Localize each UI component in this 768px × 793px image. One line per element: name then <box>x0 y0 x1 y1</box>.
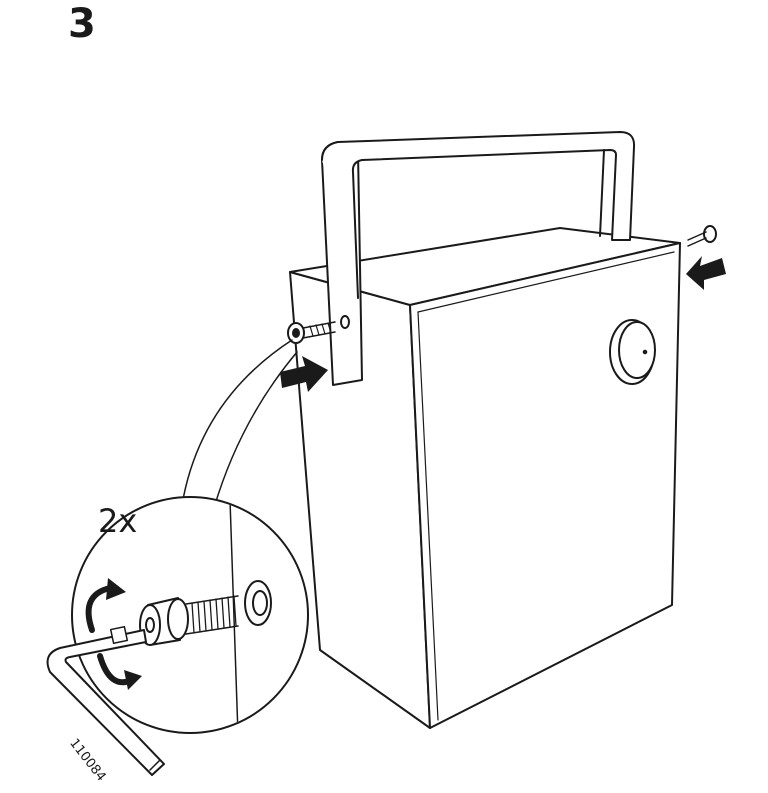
volume-knob-face <box>618 321 656 379</box>
rotate-arrow-icon <box>85 585 113 633</box>
volume-knob-dot <box>642 349 648 355</box>
step-number: 3 <box>68 1 96 47</box>
callout-leader <box>213 351 298 509</box>
push-arrow-icon <box>280 356 328 392</box>
box-front-panel <box>409 242 681 729</box>
right-screw <box>687 225 717 247</box>
left-screw <box>287 315 350 344</box>
allen-key-icon <box>46 625 165 776</box>
carry-handle <box>321 131 636 386</box>
handle-right-arm-inner <box>599 149 605 237</box>
push-arrow-icon <box>686 256 726 290</box>
handle-top-bar <box>321 131 636 299</box>
detail-callout <box>71 496 309 734</box>
box-front-bevel <box>417 251 675 313</box>
callout-leader <box>181 339 293 506</box>
box-front-bevel-left <box>417 311 439 721</box>
quantity-label: 2x <box>98 502 138 540</box>
speaker-box <box>289 227 681 729</box>
